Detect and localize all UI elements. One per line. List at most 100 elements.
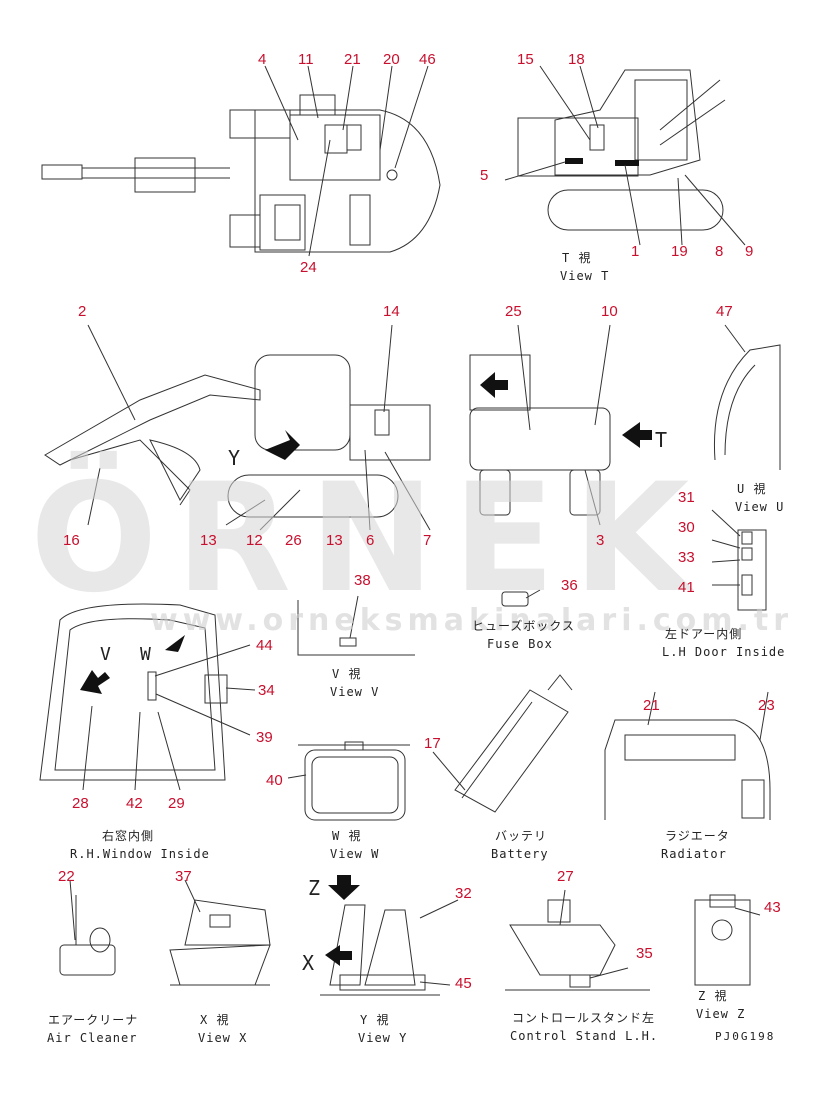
fuse-box-drawing xyxy=(501,589,541,607)
caption-lhdoor-jp: 左ドアー内側 xyxy=(665,626,742,641)
callout-34: 34 xyxy=(258,682,275,699)
callout-3: 3 xyxy=(596,532,604,549)
callout-46: 46 xyxy=(419,51,436,68)
callout-26: 26 xyxy=(285,532,302,549)
callout-41: 41 xyxy=(678,579,695,596)
rh-window-drawing xyxy=(39,603,256,791)
callout-6: 6 xyxy=(366,532,374,549)
callout-20: 20 xyxy=(383,51,400,68)
view-v-drawing xyxy=(297,595,415,656)
caption-view-z: View Z xyxy=(696,1007,745,1021)
callout-38: 38 xyxy=(354,572,371,589)
radiator-drawing xyxy=(604,691,771,820)
caption-rhwin: R.H.Window Inside xyxy=(70,847,210,861)
callout-1: 1 xyxy=(631,243,639,260)
view-u-drawing xyxy=(713,324,781,470)
side-view-drawing xyxy=(44,324,431,531)
caption-view-u: View U xyxy=(735,500,784,514)
lh-door-drawing xyxy=(711,509,767,611)
callout-36: 36 xyxy=(561,577,578,594)
air-cleaner-drawing xyxy=(59,879,116,976)
callout-43: 43 xyxy=(764,899,781,916)
caption-view-z-jp: Z 視 xyxy=(698,988,727,1003)
watermark-brand: ÖRNEK xyxy=(30,450,707,626)
callout-23: 23 xyxy=(758,697,775,714)
caption-control: Control Stand L.H. xyxy=(510,1029,658,1043)
caption-view-w: View W xyxy=(330,847,379,861)
callout-9: 9 xyxy=(745,243,753,260)
view-w-drawing xyxy=(287,741,410,821)
callout-31: 31 xyxy=(678,489,695,506)
callout-40: 40 xyxy=(266,772,283,789)
callout-13b: 13 xyxy=(326,532,343,549)
caption-view-v: View V xyxy=(330,685,379,699)
drawing-code: PJ0G198 xyxy=(715,1030,775,1043)
caption-view-t: View T xyxy=(560,269,609,283)
callout-39: 39 xyxy=(256,729,273,746)
callout-21b: 21 xyxy=(643,697,660,714)
control-stand-drawing xyxy=(505,889,650,991)
callout-29: 29 xyxy=(168,795,185,812)
caption-view-x-jp: X 視 xyxy=(200,1012,229,1027)
caption-radiator: Radiator xyxy=(661,847,727,861)
caption-view-x: View X xyxy=(198,1031,247,1045)
callout-17: 17 xyxy=(424,735,441,752)
caption-view-y: View Y xyxy=(358,1031,407,1045)
callout-47: 47 xyxy=(716,303,733,320)
callout-19: 19 xyxy=(671,243,688,260)
callout-14: 14 xyxy=(383,303,400,320)
view-y-drawing xyxy=(320,875,459,996)
caption-view-u-jp: U 視 xyxy=(737,481,766,496)
caption-lhdoor: L.H Door Inside xyxy=(662,645,785,659)
top-view-drawing xyxy=(41,65,441,257)
caption-battery-jp: バッテリ xyxy=(495,829,547,843)
battery-drawing xyxy=(432,674,573,813)
caption-air-jp: エアークリーナ xyxy=(48,1013,138,1027)
callout-5: 5 xyxy=(480,167,488,184)
callout-2: 2 xyxy=(78,303,86,320)
letter-x: X xyxy=(302,951,315,975)
caption-view-v-jp: V 視 xyxy=(332,666,361,681)
caption-battery: Battery xyxy=(491,847,549,861)
callout-8: 8 xyxy=(715,243,723,260)
caption-view-t-jp: T 視 xyxy=(562,250,591,265)
callout-25: 25 xyxy=(505,303,522,320)
callout-15: 15 xyxy=(517,51,534,68)
letter-t: T xyxy=(655,428,668,452)
callout-35: 35 xyxy=(636,945,653,962)
caption-control-jp: コントロールスタンド左 xyxy=(512,1010,655,1025)
caption-radiator-jp: ラジエータ xyxy=(665,829,730,843)
callout-27: 27 xyxy=(557,868,574,885)
rear-view-drawing xyxy=(469,324,652,526)
callout-10: 10 xyxy=(601,303,618,320)
callout-18: 18 xyxy=(568,51,585,68)
letter-v: V xyxy=(100,644,112,665)
callout-22: 22 xyxy=(58,868,75,885)
letter-z: Z xyxy=(308,876,321,900)
callout-32: 32 xyxy=(455,885,472,902)
callout-12: 12 xyxy=(246,532,263,549)
callout-42: 42 xyxy=(126,795,143,812)
letter-y: Y xyxy=(228,446,241,470)
callout-7: 7 xyxy=(423,532,431,549)
callout-37: 37 xyxy=(175,868,192,885)
view-t-drawing xyxy=(504,65,746,246)
caption-rhwin-jp: 右窓内側 xyxy=(102,828,154,843)
caption-view-y-jp: Y 視 xyxy=(360,1012,389,1027)
callout-30: 30 xyxy=(678,519,695,536)
callout-13a: 13 xyxy=(200,532,217,549)
callout-33: 33 xyxy=(678,549,695,566)
callout-4: 4 xyxy=(258,51,266,68)
callout-21: 21 xyxy=(344,51,361,68)
letter-w: W xyxy=(140,644,152,665)
view-x-drawing xyxy=(169,879,271,986)
caption-fuse: Fuse Box xyxy=(487,637,553,651)
caption-view-w-jp: W 視 xyxy=(332,828,361,843)
view-z-drawing xyxy=(694,894,761,986)
callout-24: 24 xyxy=(300,259,317,276)
caption-fuse-jp: ヒューズボックス xyxy=(472,618,575,633)
callout-28: 28 xyxy=(72,795,89,812)
callout-11: 11 xyxy=(298,51,314,68)
